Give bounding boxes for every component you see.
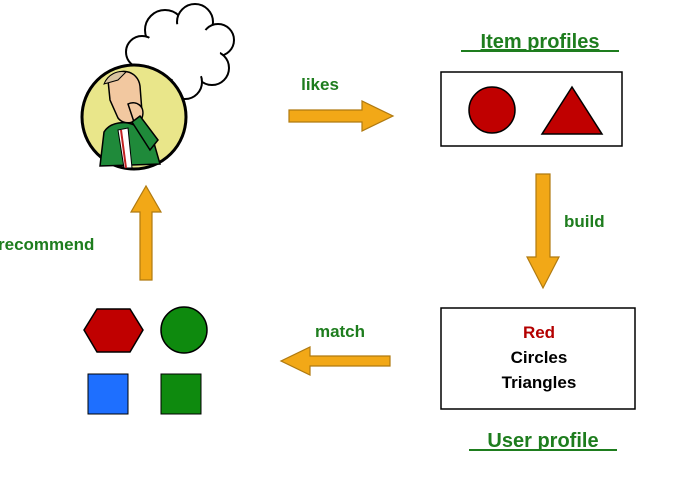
red-circle-icon: [468, 86, 516, 134]
user-profile-shape-2: Triangles: [502, 373, 577, 392]
item-profiles-title: Item profiles: [481, 31, 600, 53]
likes-arrow: [288, 100, 395, 132]
build-label: build: [564, 212, 605, 231]
match-label: match: [315, 322, 365, 341]
user-profile-box: Red Circles Triangles: [440, 307, 636, 410]
recommended-items: [83, 306, 208, 415]
red-triangle-icon: [540, 85, 604, 135]
red-hexagon-icon: [83, 308, 144, 353]
user-profile-shape-1: Circles: [511, 348, 568, 367]
recommend-label: recommend: [0, 235, 94, 254]
match-arrow: [279, 346, 391, 376]
user-profile-title: User profile: [487, 430, 598, 452]
likes-label: likes: [301, 75, 339, 94]
item-profiles-box: [440, 71, 623, 147]
green-circle-icon: [160, 306, 208, 354]
user-profile-color: Red: [523, 323, 555, 342]
recommend-arrow: [129, 184, 163, 281]
thinking-person-icon: [80, 63, 188, 171]
green-square-icon: [160, 373, 202, 415]
build-arrow: [526, 173, 560, 290]
blue-square-icon: [87, 373, 129, 415]
